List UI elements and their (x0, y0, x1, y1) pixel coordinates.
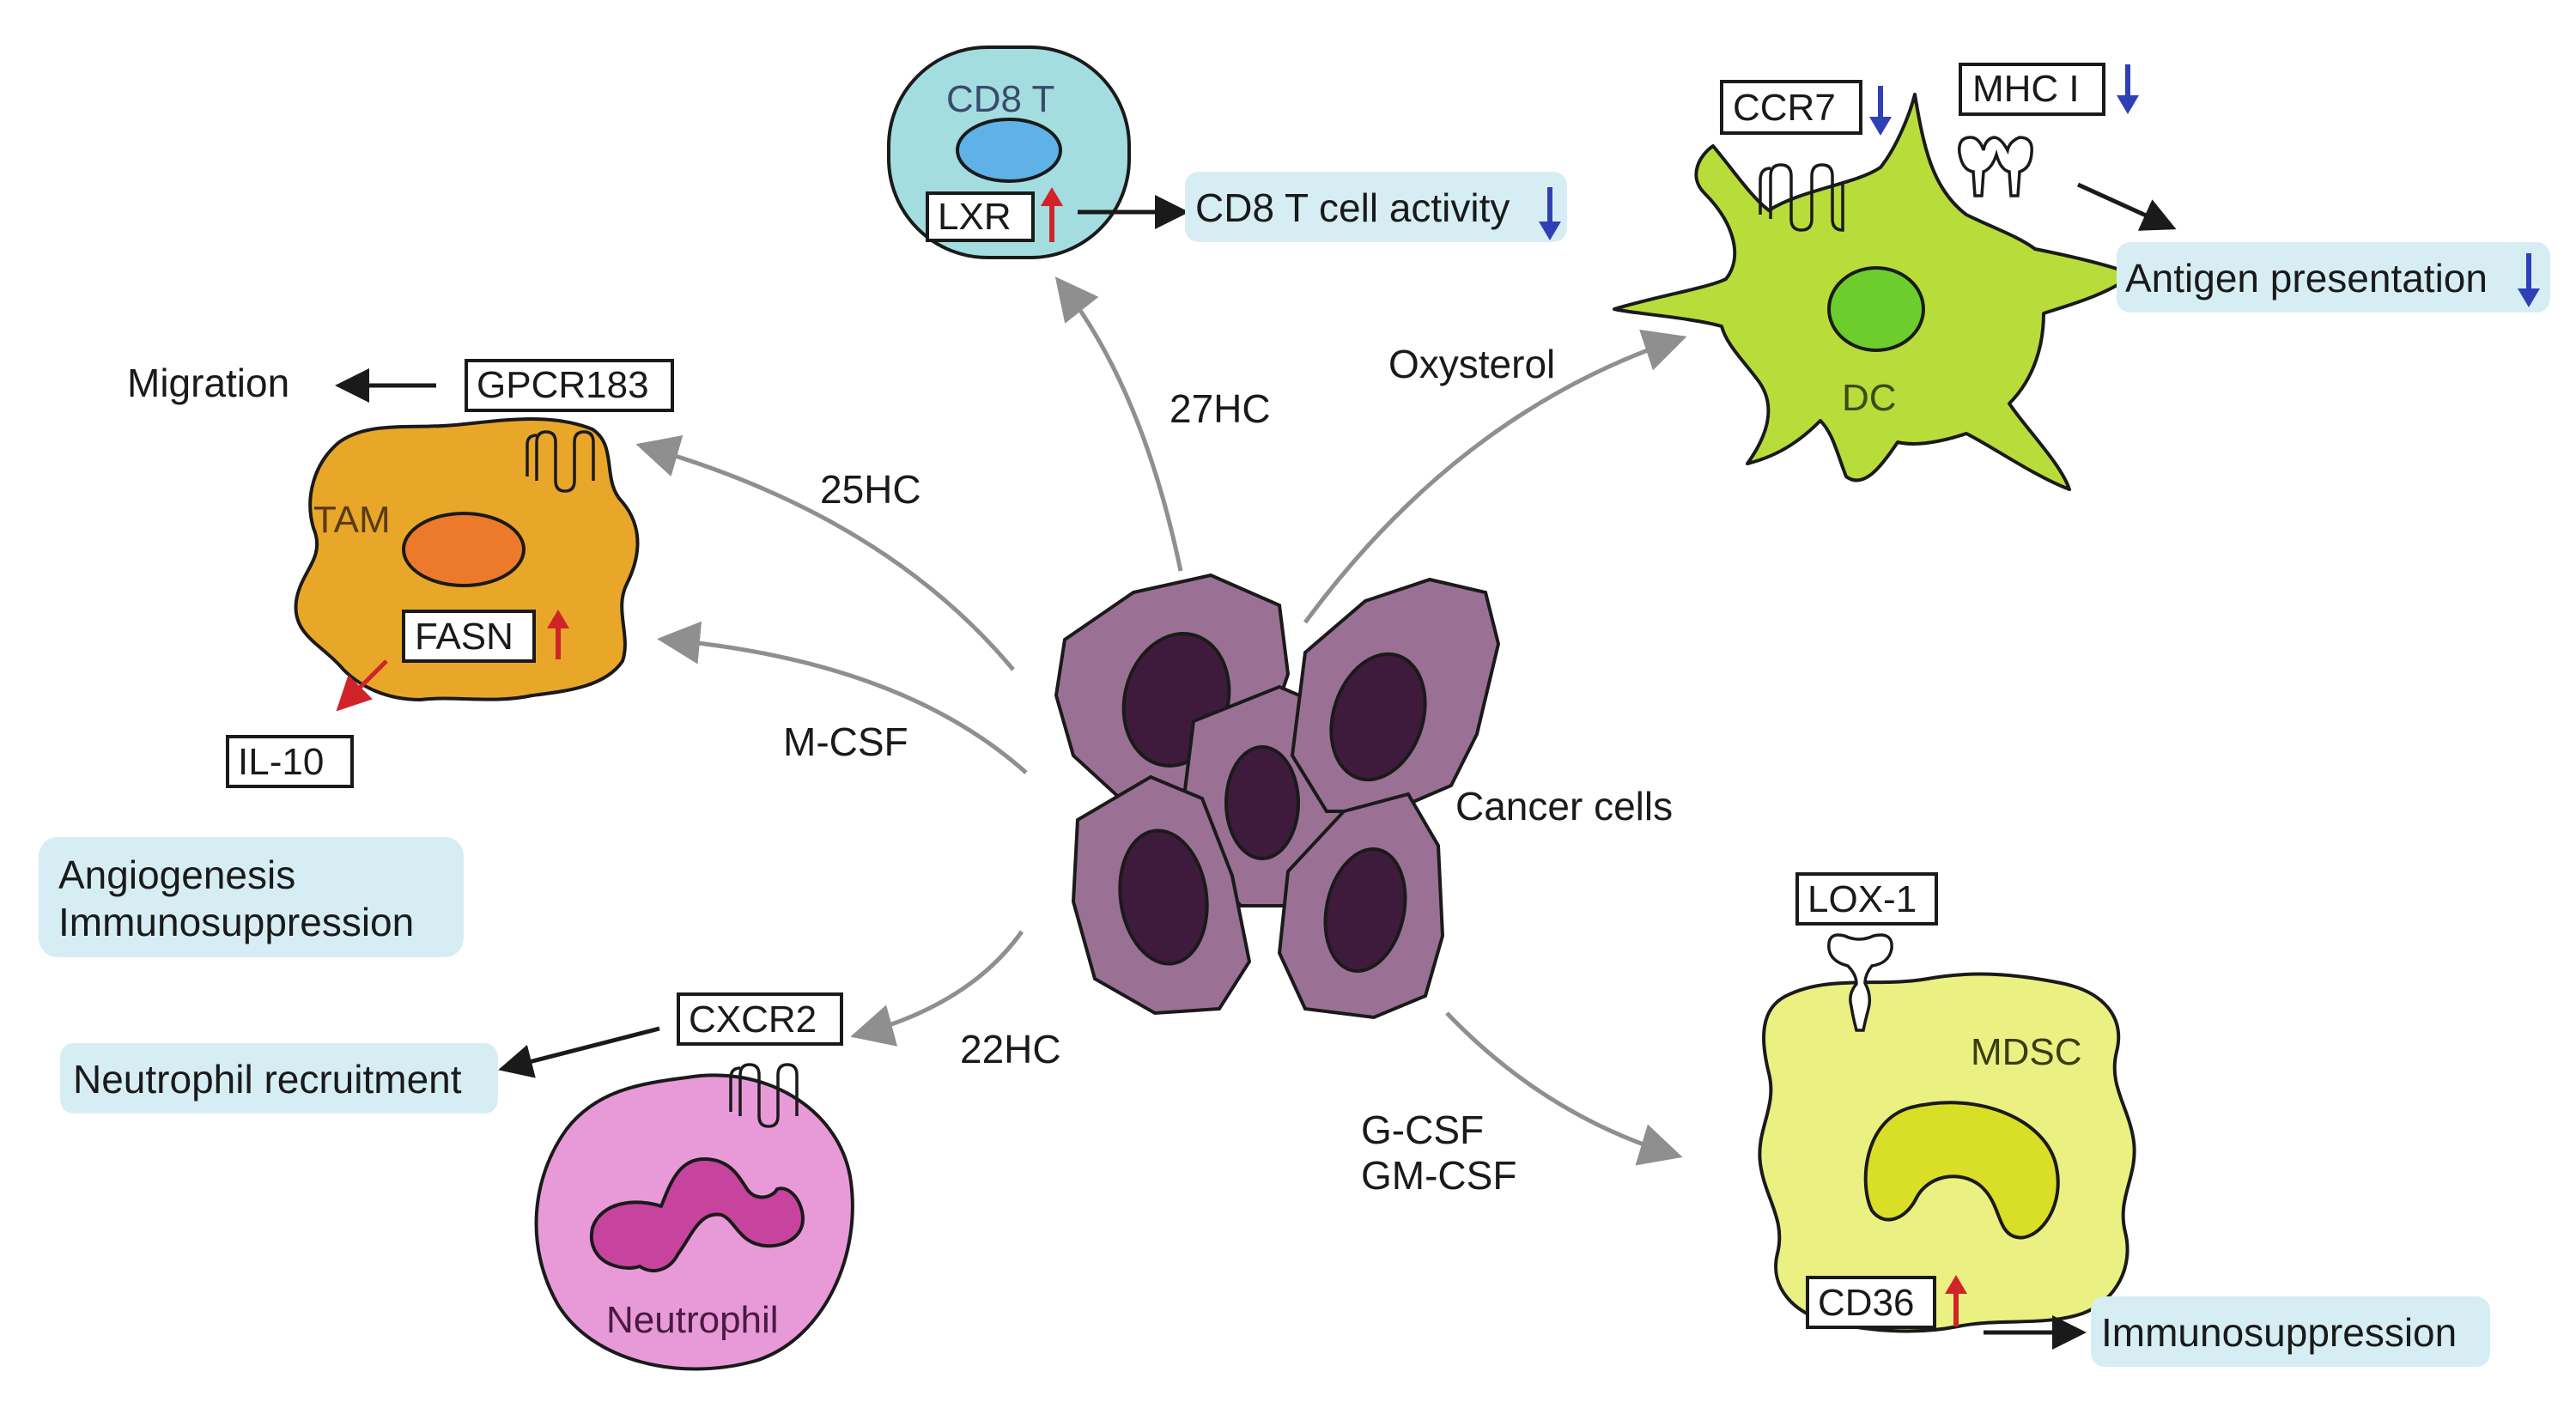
lox1-receptor-icon (1827, 933, 1893, 1032)
signal-gmcsf-label: GM-CSF (1361, 1153, 1516, 1198)
neutrophil-outcome-arrow (498, 1026, 660, 1078)
signal-gcsf-label: G-CSF (1361, 1108, 1484, 1152)
arrow-down-icon (1539, 187, 1561, 240)
cd36-box (1806, 1276, 1936, 1329)
il10-box (226, 735, 354, 788)
cxcr2-label: CXCR2 (689, 998, 817, 1041)
arrow-gcsf (1445, 1011, 1683, 1166)
dc-cell-label: DC (1842, 377, 1897, 419)
fasn-to-il10-arrow (336, 659, 388, 712)
signal-oxysterol-label: Oxysterol (1388, 342, 1555, 386)
cd8-nucleus (956, 118, 1062, 183)
cancer-nucleus (1329, 652, 1427, 782)
arrow-up-icon (1041, 187, 1063, 242)
tam-cell: TAM GPCR183 FASN (294, 359, 674, 701)
tam-cell-label: TAM (313, 499, 391, 541)
arrow-up-icon (547, 610, 569, 659)
cancer-nucleus (1224, 745, 1300, 860)
mhc-i-label: MHC I (1972, 68, 2080, 110)
cd36-label: CD36 (1818, 1282, 1915, 1324)
ccr7-label: CCR7 (1733, 87, 1836, 129)
neutrophil-cell-label: Neutrophil (606, 1299, 779, 1341)
neutrophil-nucleus (589, 1157, 805, 1272)
arrow-up-icon (1945, 1275, 1967, 1326)
cxcr2-box (677, 992, 843, 1046)
cancer-cells-label: Cancer cells (1455, 784, 1673, 828)
mdsc-cell-label: MDSC (1971, 1031, 2082, 1073)
cd8-cell-label: CD8 T (946, 78, 1054, 120)
signal-22hc-label: 22HC (960, 1027, 1061, 1071)
gpcr183-box (465, 359, 674, 412)
signal-mcsf-label: M-CSF (783, 719, 908, 764)
lxr-box (926, 191, 1035, 242)
dc-outcome-arrow (2076, 182, 2177, 231)
arrow-oxysterol (1303, 329, 1687, 624)
cancer-nucleus (1323, 847, 1407, 974)
ccr7-receptor-icon (1759, 163, 1844, 232)
mdsc-cell: MDSC LOX-1 CD36 (1758, 872, 2136, 1333)
mdsc-outcome-highlight (2091, 1296, 2490, 1367)
dc-nucleus (1827, 266, 1925, 352)
tam-outcome-line-2: Immunosuppression (58, 900, 414, 944)
arrow-down-icon (1869, 86, 1892, 136)
cd8-outcome-label: CD8 T cell activity (1195, 185, 1510, 230)
signal-25hc-label: 25HC (820, 467, 921, 512)
gpcr183-receptor-icon (526, 430, 595, 493)
arrow-25hc (635, 434, 1015, 671)
il10-label: IL-10 (238, 741, 324, 783)
fasn-label: FASN (415, 616, 513, 658)
cd8-t-cell: CD8 T LXR (887, 46, 1131, 259)
arrow-down-icon (2117, 64, 2139, 114)
arrow-22hc (850, 930, 1024, 1047)
dc-outcome-highlight (2117, 242, 2550, 313)
tam-outcome-highlight (39, 837, 464, 957)
neutrophil-cell: Neutrophil CXCR2 (534, 992, 854, 1371)
cd8-outcome-highlight (1185, 172, 1567, 242)
signal-27hc-label: 27HC (1170, 386, 1271, 431)
arrow-mcsf (657, 621, 1028, 774)
tam-nucleus (402, 512, 526, 587)
tam-outcome-line-1: Angiogenesis (58, 853, 295, 897)
arrow-down-icon (2518, 253, 2540, 307)
ccr7-box (1720, 80, 1862, 135)
lxr-label: LXR (938, 196, 1012, 238)
fasn-box (402, 610, 536, 663)
neutrophil-outcome-highlight (60, 1043, 498, 1114)
gpcr183-label: GPCR183 (477, 364, 649, 406)
lox1-label: LOX-1 (1807, 878, 1917, 920)
mhc-i-box (1959, 63, 2105, 116)
dendritic-cell: DC CCR7 MHC I (1613, 63, 2139, 491)
cancer-cells (1054, 573, 1501, 1020)
signal-arrows (635, 276, 1687, 1166)
cxcr2-receptor-icon (729, 1063, 799, 1128)
arrow-27hc (1054, 276, 1183, 572)
lox1-box (1795, 872, 1938, 926)
dc-outcome-label: Antigen presentation (2125, 256, 2488, 300)
mdsc-nucleus (1863, 1101, 2060, 1240)
neutrophil-outcome-label: Neutrophil recruitment (73, 1057, 462, 1102)
migration-label: Migration (127, 361, 289, 405)
mhc-i-receptor-icon (1958, 136, 2033, 197)
mdsc-outcome-label: Immunosuppression (2101, 1310, 2457, 1355)
cancer-nucleus (1118, 828, 1209, 966)
